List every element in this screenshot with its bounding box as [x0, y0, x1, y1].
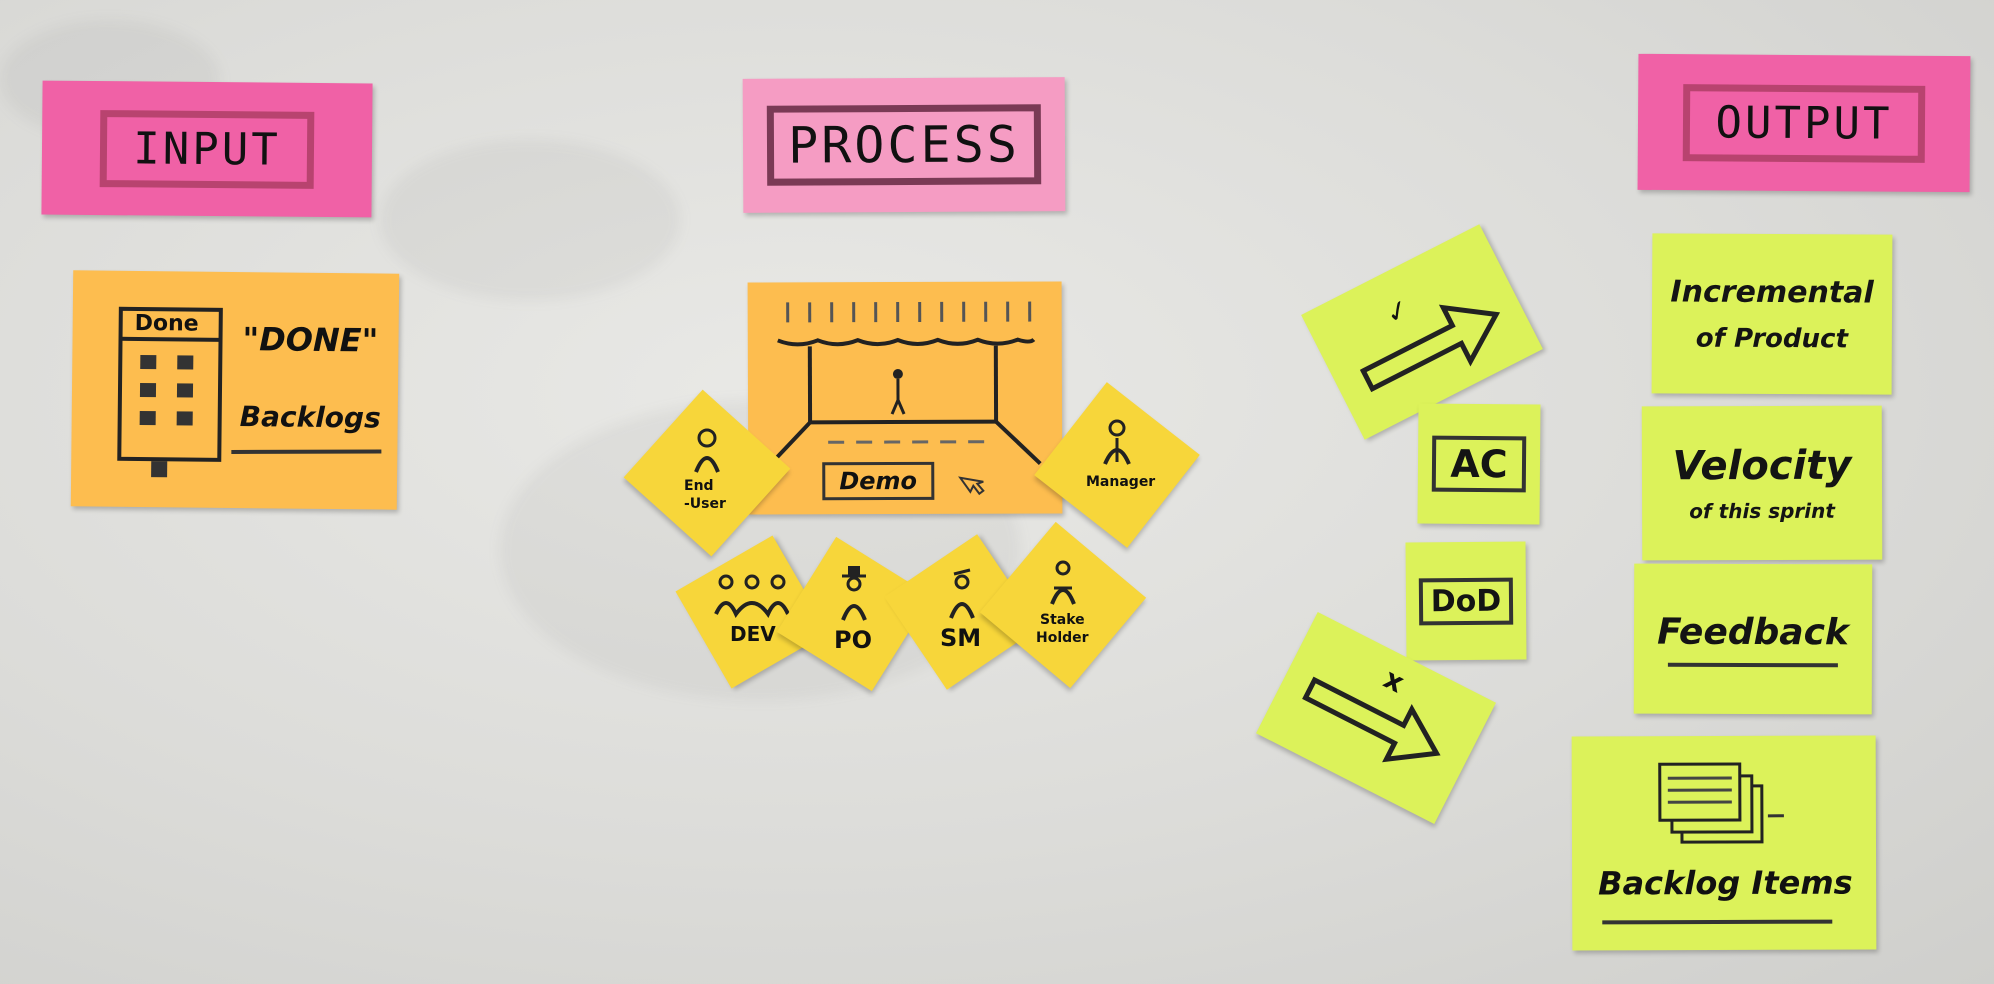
sm-note: SM	[884, 534, 1040, 690]
input-header-note: INPUT	[41, 80, 373, 218]
dod-label: DoD	[1418, 577, 1514, 625]
arrow-right-icon	[1302, 676, 1441, 763]
process-header-note: PROCESS	[742, 77, 1066, 213]
stakeholder-label-1: Stake	[1040, 612, 1085, 628]
backlog-items-note: Backlog Items	[1571, 735, 1877, 951]
output-header-label: OUTPUT	[1682, 83, 1926, 163]
person-icon	[694, 428, 720, 473]
stakeholder-note: Stake Holder	[979, 521, 1147, 689]
dev-note: DEV	[675, 535, 829, 689]
person-icon	[1103, 419, 1131, 465]
backlogs-label: Backlogs	[239, 400, 381, 435]
demo-stage-note: Demo	[747, 281, 1063, 515]
manager-note: Manager	[1034, 382, 1200, 548]
accepted-arrow-note: ✓	[1301, 224, 1543, 440]
done-backlogs-note: Done "DONE" Backlogs	[70, 270, 400, 510]
process-header-label: PROCESS	[766, 104, 1042, 186]
of-product-label: of Product	[1695, 323, 1849, 354]
kanban-board-drawing	[117, 306, 382, 478]
done-title: "DONE"	[242, 320, 379, 360]
board-smudge	[380, 140, 680, 300]
dev-label: DEV	[730, 622, 776, 646]
incremental-label: Incremental	[1670, 273, 1874, 311]
manager-label: Manager	[1086, 474, 1156, 490]
po-label: PO	[834, 626, 872, 654]
feedback-note: Feedback	[1633, 563, 1873, 715]
po-note: PO	[776, 536, 932, 692]
end-user-note: End -User	[623, 389, 791, 557]
sm-label: SM	[940, 624, 982, 652]
team-icon	[714, 574, 790, 618]
feedback-underline	[1667, 662, 1838, 667]
demo-label: Demo	[822, 461, 935, 501]
dod-note: DoD	[1405, 541, 1527, 661]
backlog-items-label: Backlog Items	[1598, 863, 1853, 903]
arrow-right-icon	[1359, 304, 1501, 393]
velocity-note: Velocity of this sprint	[1641, 405, 1883, 561]
stage-drawing	[768, 301, 1042, 496]
rejected-arrow-note: x	[1256, 612, 1496, 824]
incremental-note: Incremental of Product	[1651, 233, 1893, 395]
stakeholder-icon	[1050, 560, 1076, 605]
ac-note: AC	[1417, 403, 1541, 525]
end-user-label-2: -User	[684, 496, 726, 512]
product-owner-icon	[841, 566, 867, 621]
scrum-master-icon	[949, 568, 975, 619]
ac-label: AC	[1432, 435, 1526, 493]
of-this-sprint-label: of this sprint	[1689, 498, 1835, 524]
output-header-note: OUTPUT	[1637, 53, 1971, 193]
velocity-label: Velocity	[1672, 442, 1852, 490]
end-user-label-1: End	[684, 478, 714, 494]
input-header-label: INPUT	[99, 109, 315, 189]
board-done-label: Done	[134, 310, 199, 337]
stacked-cards-icon	[1602, 762, 1833, 925]
stakeholder-label-2: Holder	[1036, 630, 1089, 646]
feedback-label: Feedback	[1657, 611, 1849, 653]
